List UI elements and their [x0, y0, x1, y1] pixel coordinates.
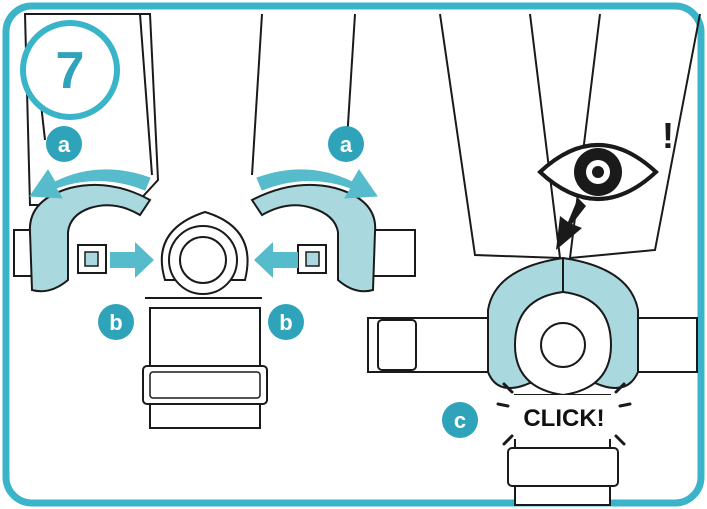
push-arrow-icon	[110, 242, 154, 278]
buckle-half-left	[28, 183, 152, 293]
assembled-button	[540, 322, 586, 368]
label-c: c	[442, 402, 478, 438]
eye-icon	[537, 143, 659, 201]
step-badge: 7	[20, 20, 120, 120]
label-b-left: b	[98, 304, 134, 340]
buckle-half-right	[250, 183, 377, 293]
shoulder-strap-right	[568, 13, 701, 260]
strap-right-line-a	[251, 13, 263, 176]
label-a-left-text: a	[58, 132, 71, 157]
strap-right-line-b	[346, 13, 356, 141]
curved-arrow-icon	[29, 169, 151, 199]
hip-strap-right-r	[634, 317, 698, 373]
label-a-right-text: a	[340, 132, 353, 157]
hip-strap-left-r-loop	[377, 319, 417, 371]
center-button	[179, 236, 227, 284]
shoulder-strap-left	[439, 13, 562, 260]
left-panel	[13, 13, 416, 429]
label-b-left-text: b	[109, 310, 122, 335]
crotch-strap-r-loop	[507, 447, 619, 487]
label-b-right-text: b	[279, 310, 292, 335]
label-a-right: a	[328, 126, 364, 162]
crotch-strap-loop-inner	[149, 371, 261, 399]
push-arrow-icon	[254, 242, 298, 278]
click-bg	[512, 395, 616, 439]
label-c-text: c	[454, 408, 466, 433]
buckle-right-slot-inner	[305, 251, 320, 267]
label-b-right: b	[268, 304, 304, 340]
step-number: 7	[56, 42, 85, 100]
label-a-left: a	[46, 126, 82, 162]
click-text: CLICK!	[523, 405, 604, 432]
curved-arrow-icon	[256, 169, 378, 199]
click-burst-lines	[496, 382, 632, 446]
arrow-down-icon	[556, 198, 586, 250]
strap-left-line	[139, 13, 153, 176]
crotch-strap-loop	[142, 365, 268, 405]
warning-mark: !	[662, 115, 674, 156]
right-panel: CLICK! !	[367, 13, 701, 506]
buckle-left-slot-inner	[84, 251, 99, 267]
